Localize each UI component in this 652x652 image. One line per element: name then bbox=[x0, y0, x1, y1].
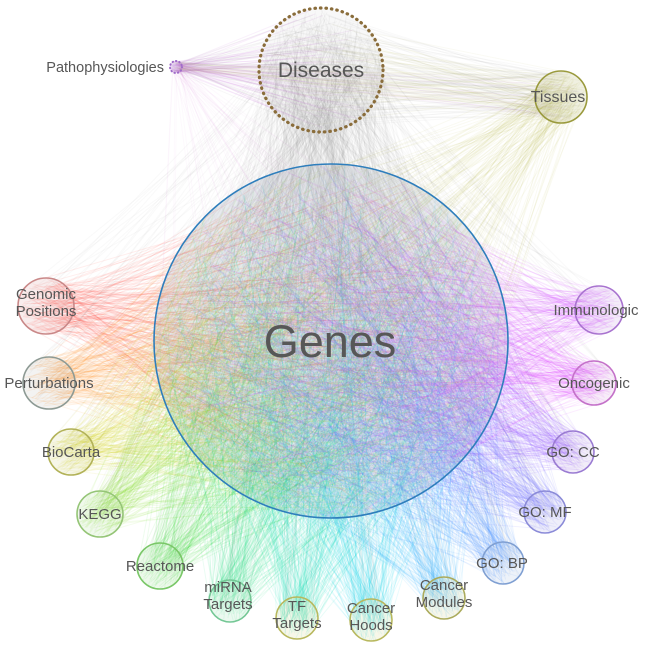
node-cancer_modules[interactable] bbox=[422, 576, 466, 620]
edge-bundle-diseases-biocarta bbox=[55, 11, 381, 471]
edge-bundle-tissues-genes bbox=[157, 72, 586, 497]
node-genomic_positions[interactable] bbox=[17, 277, 75, 335]
label-genes: Genes bbox=[264, 316, 397, 367]
label-immunologic: Immunologic bbox=[553, 302, 639, 319]
edge-bundle-go_mf-genes bbox=[166, 165, 566, 533]
edge-bundle-diseases-tissues bbox=[263, 13, 586, 127]
edge-bundle-genomic_positions-genes bbox=[19, 181, 501, 512]
edge-bundle-biocarta-genes bbox=[48, 178, 500, 512]
label-go_cc: GO: CC bbox=[546, 444, 600, 461]
nodes bbox=[17, 6, 624, 642]
edge-bundle-diseases-tf_targets bbox=[262, 34, 351, 635]
edge-bundle-diseases-go_mf bbox=[262, 31, 562, 529]
edge-bundle-diseases-immunologic bbox=[289, 24, 610, 320]
genes-disk-fill bbox=[154, 164, 508, 518]
labels: Genes Diseases PathophysiologiesTissuesGen… bbox=[4, 59, 639, 634]
node-tissues[interactable] bbox=[534, 70, 588, 124]
node-pathophysiologies[interactable] bbox=[169, 60, 183, 74]
edge-bundle-tf_targets-genes bbox=[167, 172, 501, 639]
edge-bundle-diseases-genes bbox=[157, 10, 507, 511]
edge-bundle-diseases-reactome bbox=[143, 10, 382, 586]
edge-bundle-mirna_targets-genes bbox=[163, 165, 503, 622]
edge-bundle-cancer_modules-genes bbox=[159, 173, 501, 619]
edge-bundle-pathophysiologies-genes bbox=[158, 61, 503, 518]
edge-bundle-diseases-pathophysiologies bbox=[171, 14, 381, 130]
node-cancer_hoods[interactable] bbox=[349, 598, 393, 642]
node-diseases[interactable] bbox=[257, 6, 385, 134]
label-reactome: Reactome bbox=[126, 558, 194, 575]
edge-bundle-pathophysiologies-diseases bbox=[171, 9, 380, 129]
label-pathophysiologies: Pathophysiologies bbox=[46, 60, 164, 76]
node-immunologic[interactable] bbox=[574, 285, 624, 335]
edge-bundle-diseases-mirna_targets bbox=[213, 10, 376, 611]
node-go_mf[interactable] bbox=[523, 490, 567, 534]
label-tissues: Tissues bbox=[531, 89, 586, 106]
label-perturbations: Perturbations bbox=[4, 375, 93, 392]
node-biocarta[interactable] bbox=[47, 428, 95, 476]
edge-bundle-oncogenic-genes bbox=[166, 165, 616, 510]
label-go_bp: GO: BP bbox=[476, 555, 528, 572]
label-oncogenic: Oncogenic bbox=[558, 375, 630, 392]
label-kegg: KEGG bbox=[78, 506, 121, 523]
node-tf_targets[interactable] bbox=[275, 596, 319, 640]
edge-bundle-diseases-cancer_hoods bbox=[261, 23, 386, 635]
node-perturbations[interactable] bbox=[22, 356, 76, 410]
label-go_mf: GO: MF bbox=[518, 504, 571, 521]
edge-bundle-go_cc-genes bbox=[156, 177, 594, 516]
label-diseases: Diseases bbox=[278, 59, 364, 82]
edge-bundle-diseases-oncogenic bbox=[263, 26, 616, 405]
node-mirna_targets[interactable] bbox=[208, 579, 252, 623]
node-kegg[interactable] bbox=[76, 490, 124, 538]
edge-bundle-diseases-cancer_modules bbox=[265, 25, 462, 615]
edge-bundle-reactome-genes bbox=[138, 166, 504, 589]
edge-bundle-diseases-go_bp bbox=[287, 17, 523, 576]
node-genes[interactable] bbox=[153, 163, 509, 519]
label-biocarta: BioCarta bbox=[42, 444, 101, 461]
edge-bundle-perturbations-genes bbox=[24, 176, 500, 515]
edge-bundle-tissues-pathophysiologies bbox=[172, 61, 573, 114]
node-oncogenic[interactable] bbox=[571, 360, 617, 406]
node-go_bp[interactable] bbox=[481, 541, 525, 585]
edge-bundle-diseases-perturbations bbox=[27, 33, 377, 401]
node-go_cc[interactable] bbox=[551, 430, 595, 474]
edge-bundle-kegg-genes bbox=[77, 165, 506, 536]
edge-bundle-pathophysiologies-tissues bbox=[171, 61, 584, 121]
node-reactome[interactable] bbox=[136, 542, 184, 590]
edge-bundle-diseases-kegg bbox=[90, 16, 363, 533]
edge-bundle-go_bp-genes bbox=[155, 169, 524, 585]
